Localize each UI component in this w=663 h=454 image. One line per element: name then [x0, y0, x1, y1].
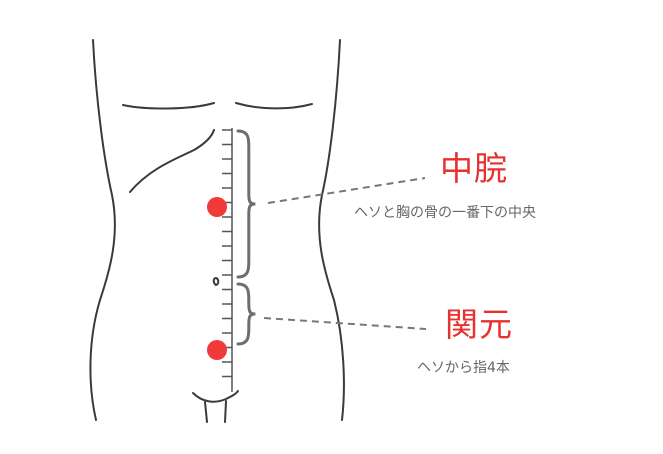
chukan-description: ヘソと胸の骨の一番下の中央: [354, 205, 536, 221]
chukan-point-dot: [207, 197, 227, 217]
lower-brace: [236, 282, 256, 346]
leader-lines: [263, 177, 427, 330]
left-chest-line: [122, 102, 215, 110]
pelvis-bottom-line: [192, 390, 239, 403]
left-leg-line: [204, 401, 208, 423]
body-outline: [89, 39, 345, 423]
kangen-description: ヘソから指4本: [417, 360, 510, 376]
kangen-point-dot: [207, 340, 227, 360]
kangen-leader-line: [263, 317, 427, 330]
upper-brace: [236, 129, 256, 279]
chukan-leader-line: [267, 177, 426, 204]
navel-mark: [212, 277, 220, 287]
kangen-title: 関元: [445, 305, 513, 344]
left-torso-outline: [89, 39, 116, 421]
chukan-title: 中脘: [440, 149, 508, 188]
acupoints: [207, 197, 227, 360]
right-torso-outline: [318, 39, 345, 421]
midline-ruler: [222, 128, 233, 392]
rib-arch-line: [129, 129, 215, 193]
measure-braces: [236, 129, 256, 346]
right-chest-line: [235, 102, 313, 110]
right-leg-line: [224, 400, 227, 423]
